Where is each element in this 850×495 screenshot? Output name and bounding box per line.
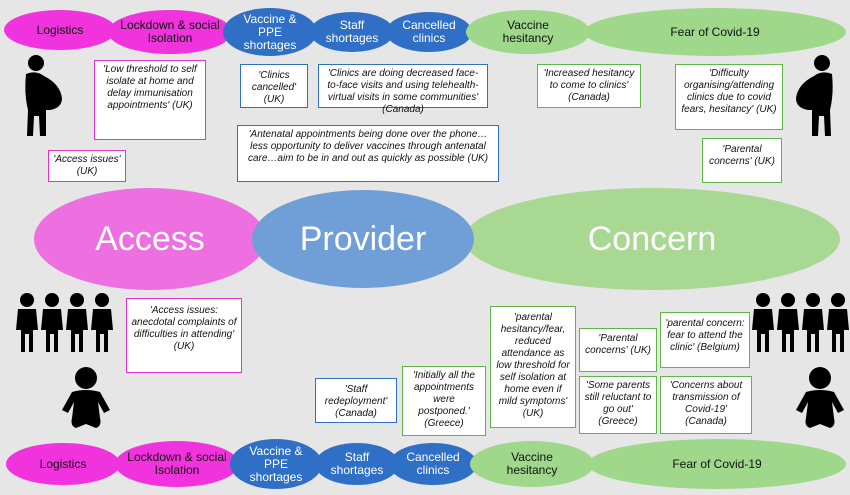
quote-box: 'Parental concerns' (UK) — [702, 138, 782, 183]
quote-box: 'Clinics cancelled' (UK) — [240, 64, 308, 108]
theme-access-label: Access — [95, 219, 205, 258]
quote-box: 'Increased hesitancy to come to clinics'… — [537, 64, 641, 108]
quote-box: 'Access issues: anecdotal complaints of … — [126, 298, 242, 373]
bottom-pill-logistics: Logistics — [6, 443, 120, 485]
children-group-icon — [16, 293, 113, 352]
quote-box: 'parental concern: fear to attend the cl… — [660, 312, 750, 368]
bottom-pill-vaccine-ppe: Vaccine & PPE shortages — [230, 439, 322, 489]
quote-box: 'Initially all the appointments were pos… — [402, 366, 486, 436]
bottom-pill-cancelled: Cancelled clinics — [389, 443, 477, 485]
quote-box: 'Some parents still reluctant to go out'… — [579, 376, 657, 434]
baby-icon — [62, 367, 110, 428]
top-pill-logistics: Logistics — [4, 10, 116, 50]
bottom-pill-lockdown: Lockdown & social Isolation — [115, 441, 239, 487]
theme-provider-label: Provider — [299, 219, 427, 258]
theme-access: Access — [34, 188, 266, 290]
quote-box: 'Low threshold to self isolate at home a… — [94, 60, 206, 140]
top-pill-cancelled: Cancelled clinics — [386, 12, 472, 52]
pregnant-woman-icon — [796, 55, 833, 136]
quote-box: 'Difficulty organising/attending clinics… — [675, 64, 783, 130]
top-pill-staff: Staff shortages — [310, 12, 394, 52]
top-pill-vaccine-ppe: Vaccine & PPE shortages — [223, 8, 317, 56]
bottom-pill-fear: Fear of Covid-19 — [588, 439, 846, 489]
quote-box: 'Concerns about transmission of Covid-19… — [660, 376, 752, 434]
quote-box: 'Antenatal appointments being done over … — [237, 125, 499, 182]
bottom-pill-staff: Staff shortages — [315, 443, 399, 485]
theme-concern-label: Concern — [587, 219, 717, 258]
quote-box: 'Staff redeployment' (Canada) — [315, 378, 397, 423]
quote-box: 'Parental concerns' (UK) — [579, 328, 657, 372]
theme-concern: Concern — [464, 188, 840, 290]
top-pill-lockdown: Lockdown & social Isolation — [108, 10, 232, 54]
bottom-pill-hesitancy: Vaccine hesitancy — [470, 441, 594, 487]
top-pill-hesitancy: Vaccine hesitancy — [466, 10, 590, 54]
quote-box: 'parental hesitancy/fear, reduced attend… — [490, 306, 576, 428]
quote-box: 'Clinics are doing decreased face-to-fac… — [318, 64, 488, 115]
quote-box: 'Access issues' (UK) — [48, 150, 126, 182]
baby-icon — [796, 367, 844, 428]
theme-provider: Provider — [252, 190, 474, 288]
top-pill-fear: Fear of Covid-19 — [584, 8, 846, 56]
pregnant-woman-icon — [25, 55, 62, 136]
children-group-icon — [752, 293, 849, 352]
